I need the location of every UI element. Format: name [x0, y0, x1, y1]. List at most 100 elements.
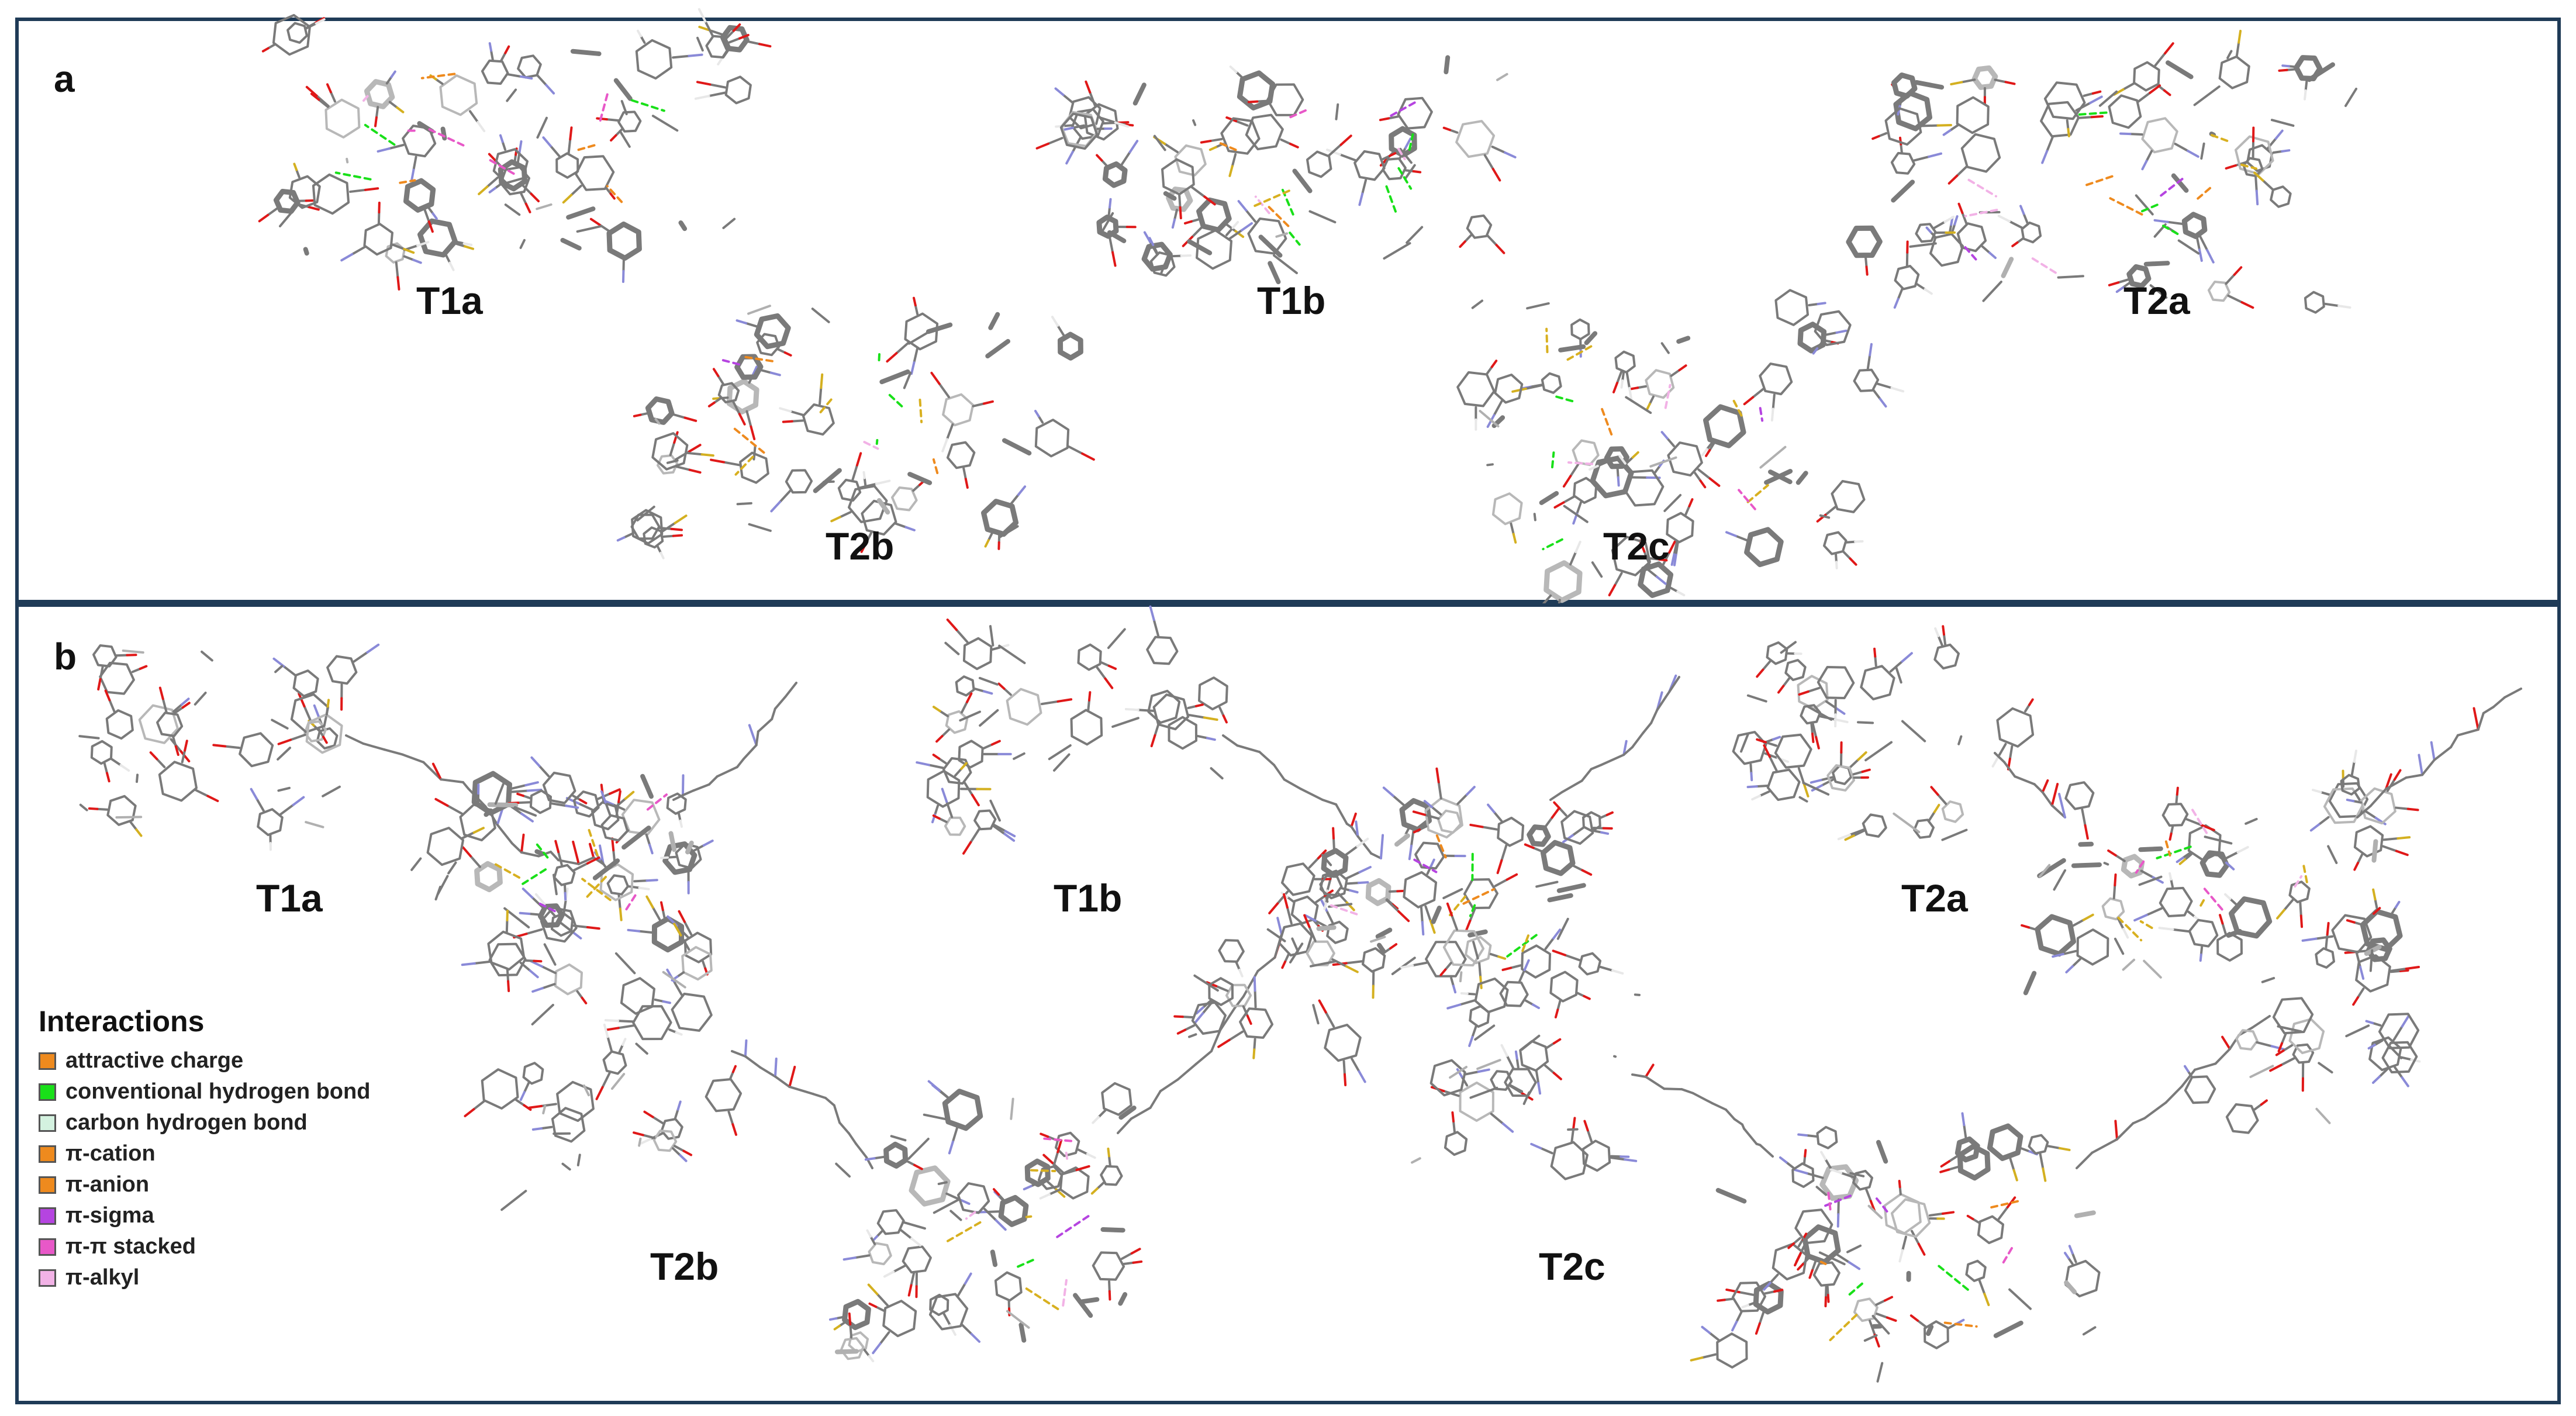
bond	[326, 83, 332, 94]
bond	[1114, 121, 1130, 128]
bond	[932, 706, 941, 713]
bond	[1009, 493, 1020, 506]
bond	[521, 184, 533, 195]
bond	[565, 804, 579, 809]
aromatic-ring	[92, 644, 118, 668]
bond	[913, 296, 917, 307]
bond	[678, 220, 688, 232]
bond	[1930, 786, 1939, 796]
bond	[914, 304, 919, 316]
bond	[982, 400, 994, 405]
bond	[1622, 740, 1628, 757]
bond	[609, 192, 616, 200]
bond	[1621, 371, 1625, 382]
bond	[2225, 861, 2235, 871]
bond	[1229, 65, 1238, 74]
bond	[694, 95, 710, 100]
bond	[1171, 218, 1176, 229]
bond	[2260, 1099, 2268, 1106]
bond	[979, 709, 999, 727]
bond	[1153, 134, 1166, 151]
bond	[1194, 703, 1204, 707]
bond	[1764, 741, 1778, 747]
bond	[783, 351, 792, 357]
bond	[1799, 1241, 1807, 1255]
bond	[586, 856, 600, 865]
bond	[1459, 999, 1477, 1006]
aromatic-ring	[2184, 1075, 2216, 1104]
bond	[2301, 937, 2318, 942]
bond	[1600, 831, 1610, 835]
bond	[930, 371, 941, 385]
bond	[541, 983, 556, 990]
interaction-line	[1738, 489, 1756, 510]
aromatic-ring	[1092, 1251, 1125, 1281]
bond	[1404, 137, 1412, 149]
bond	[970, 1332, 981, 1343]
legend-swatch	[39, 1238, 56, 1256]
interaction-line	[1964, 209, 1998, 217]
interaction-line	[536, 843, 550, 859]
aromatic-ring	[1883, 1193, 1922, 1235]
bond	[2269, 1063, 2283, 1072]
bond	[1876, 1362, 1884, 1383]
bond	[913, 347, 918, 364]
interaction-line	[1397, 147, 1406, 161]
bond	[2163, 89, 2171, 96]
bond	[540, 1103, 557, 1107]
bond	[1625, 396, 1652, 415]
bond	[2176, 856, 2184, 864]
bond	[717, 56, 724, 65]
backbone-bond	[771, 707, 776, 721]
aromatic-ring	[2304, 291, 2325, 314]
bond	[1928, 810, 1936, 822]
bond	[1062, 126, 1075, 131]
bond	[623, 533, 633, 539]
backbone-bond	[2143, 1101, 2167, 1120]
aromatic-ring	[1957, 1144, 1991, 1181]
bond	[2016, 237, 2025, 244]
bond	[476, 120, 486, 133]
bond	[1815, 735, 1820, 750]
bond	[1500, 1044, 1508, 1057]
aromatic-ring	[1540, 840, 1576, 876]
aromatic-ring	[1541, 372, 1562, 394]
bond	[635, 1042, 648, 1055]
bond	[437, 875, 449, 896]
bond	[181, 749, 187, 764]
aromatic-ring	[2101, 897, 2125, 921]
bond	[1764, 469, 1793, 485]
aromatic-ring	[681, 946, 713, 981]
bond	[1690, 1356, 1704, 1362]
bond	[710, 458, 725, 464]
bond	[97, 678, 102, 691]
aromatic-ring	[575, 155, 615, 191]
bond	[1947, 174, 1959, 185]
bond	[1937, 634, 1943, 647]
bond	[2114, 854, 2126, 862]
bond	[910, 1237, 921, 1247]
bond	[1824, 1158, 1832, 1169]
bond	[1755, 1322, 1761, 1335]
aromatic-ring	[2076, 928, 2109, 966]
bond	[463, 245, 475, 250]
bond	[688, 444, 702, 453]
bond	[1688, 498, 1694, 507]
bond	[1435, 767, 1440, 783]
bond	[945, 423, 954, 441]
bond	[1802, 781, 1830, 796]
bond	[1451, 1111, 1455, 1123]
aromatic-ring	[1560, 810, 1594, 845]
bond	[569, 126, 573, 141]
aromatic-ring	[958, 740, 984, 769]
bond	[1835, 329, 1848, 334]
bond	[2107, 849, 2117, 856]
bond	[1463, 234, 1472, 243]
bond	[1953, 215, 1959, 226]
interaction-line	[1030, 1169, 1056, 1173]
bond	[1511, 387, 1527, 393]
bond	[1845, 540, 1857, 544]
bond	[1383, 242, 1411, 260]
bond	[770, 500, 781, 513]
legend-swatch	[39, 1114, 56, 1132]
